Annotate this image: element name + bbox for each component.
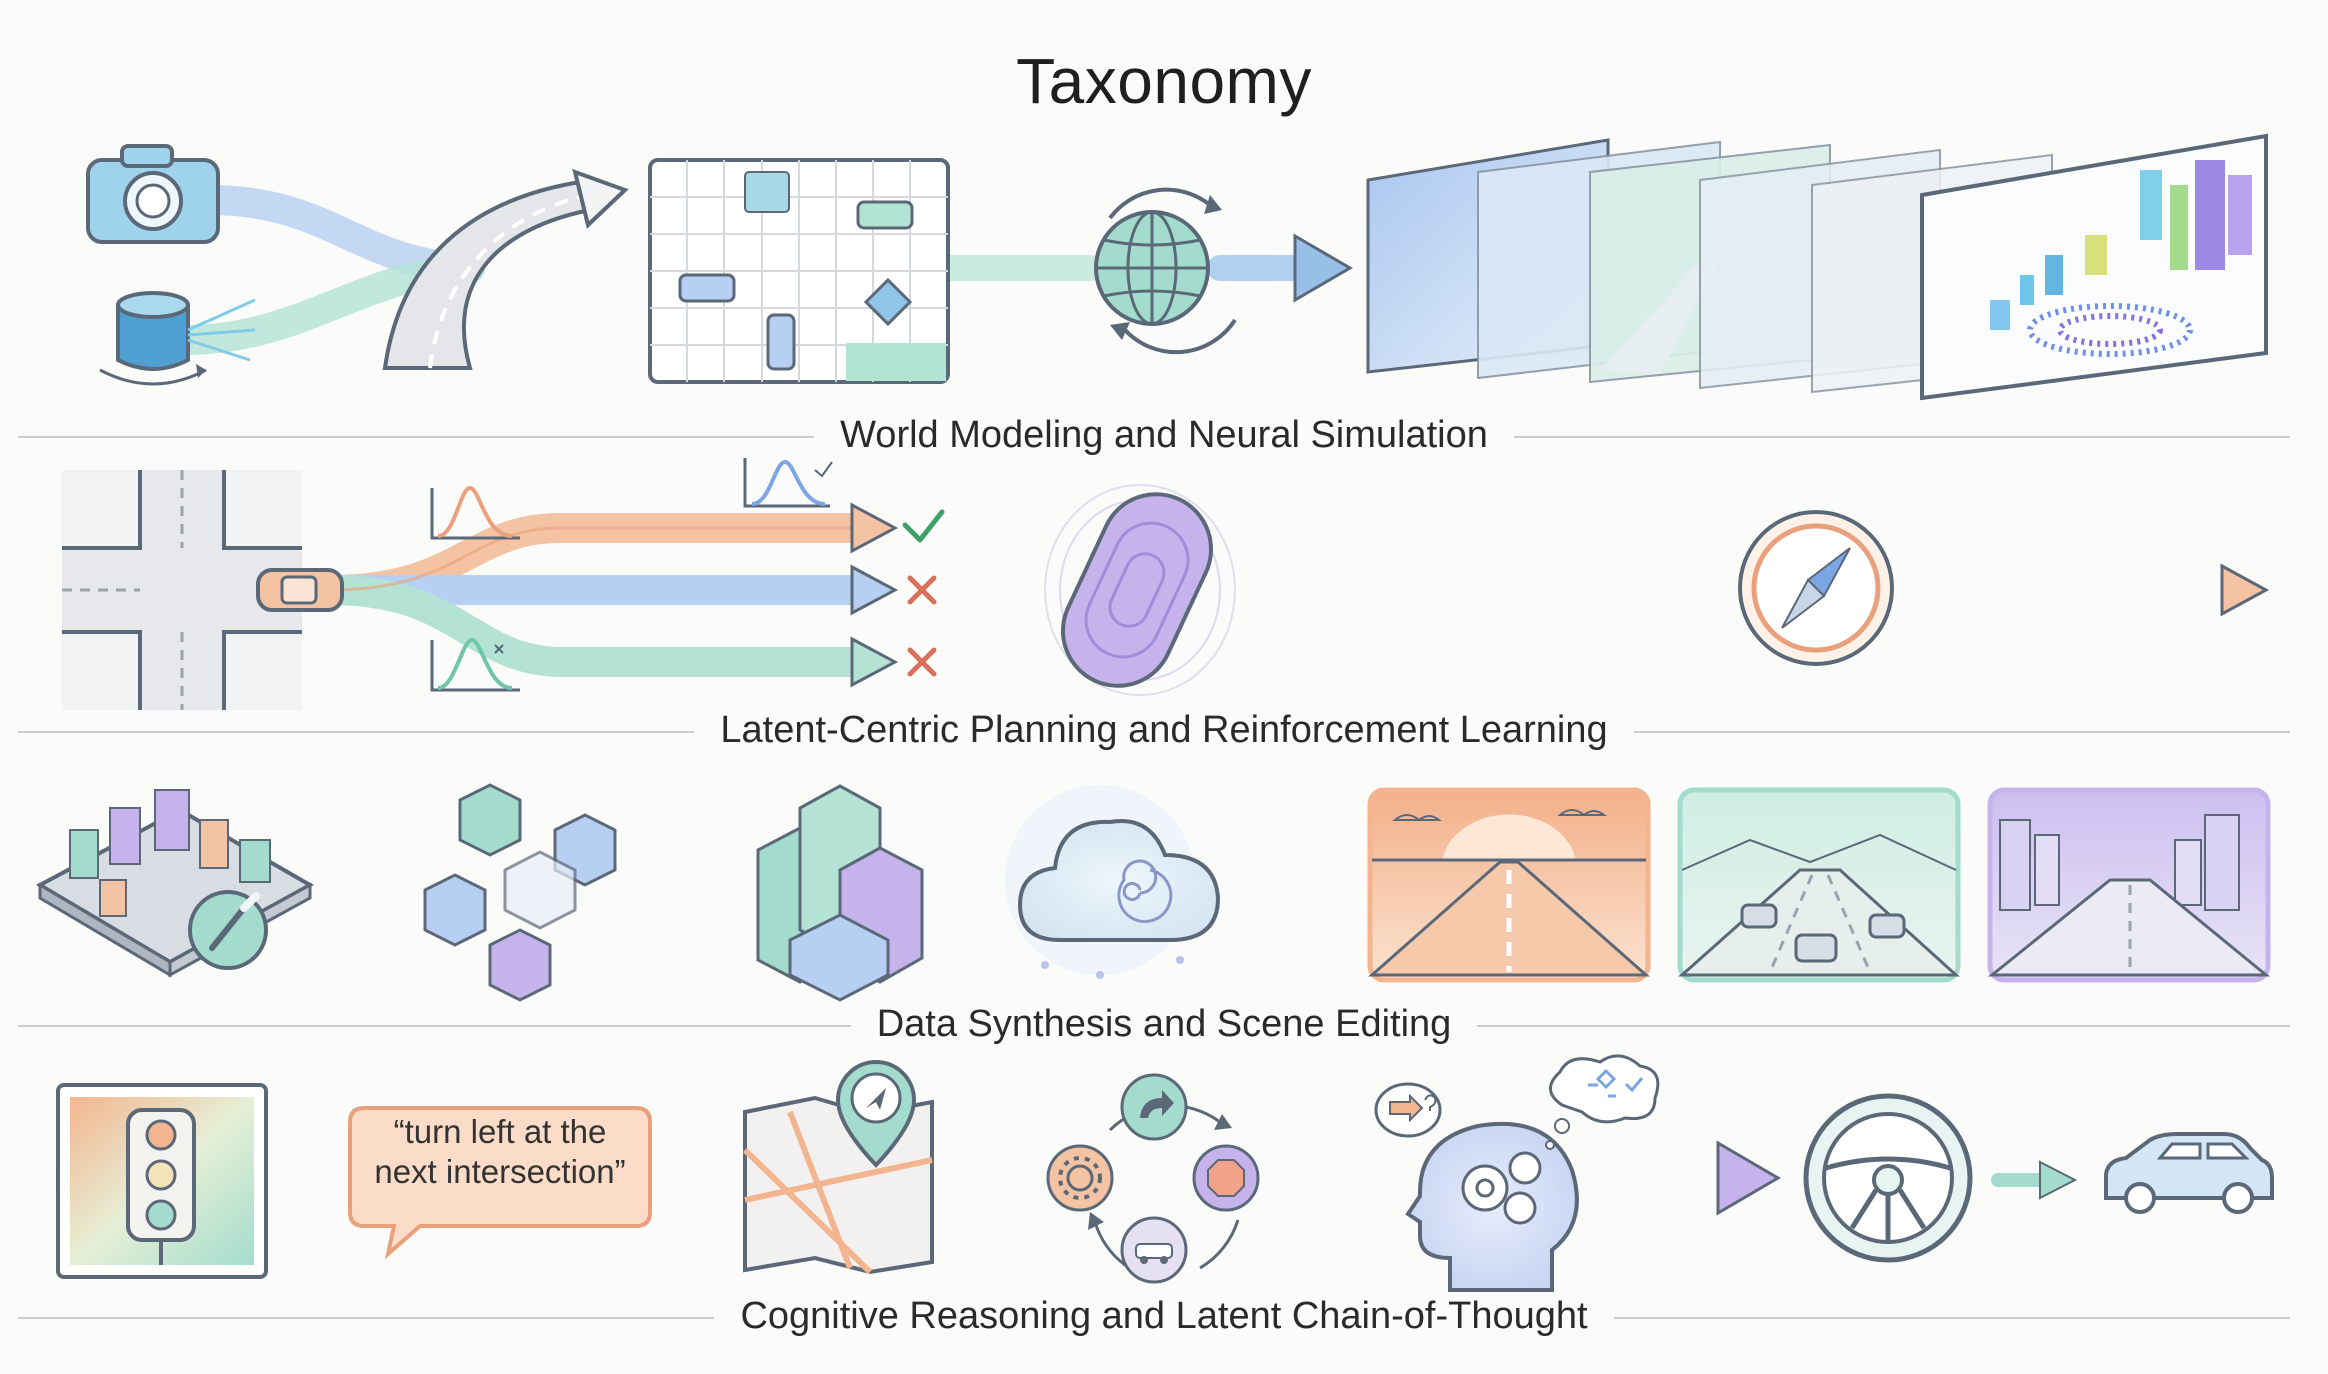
- globe-sync-icon: [1094, 187, 1237, 355]
- speech-line-1: “turn left at the: [393, 1113, 607, 1150]
- row1-arrow-head: [1293, 233, 1353, 303]
- row2-trajectory-bands: [315, 513, 870, 677]
- car-icon: [2104, 1132, 2274, 1214]
- section-label-data-synthesis: Data Synthesis and Scene Editing: [0, 1001, 2328, 1047]
- highway-traffic-scene: [1677, 787, 1961, 983]
- traffic-light-camera-icon: [56, 1083, 268, 1279]
- final-arrow-icon: [1991, 1160, 2078, 1200]
- ego-car-icon: [256, 568, 344, 612]
- city-street-scene: [1987, 787, 2271, 983]
- thinking-head-icon: [1374, 1054, 1660, 1292]
- section-label-text: Data Synthesis and Scene Editing: [850, 1003, 1478, 1045]
- camera-icon: [86, 144, 220, 244]
- grid-map-icon: [648, 158, 950, 384]
- row2-arrow-heads: [850, 502, 899, 688]
- row2-latent-band: [1202, 563, 2270, 617]
- cross-icon: [907, 575, 937, 677]
- generative-cloud-icon: [1005, 785, 1221, 979]
- reasoning-cycle-icon: [1046, 1073, 1260, 1284]
- section-label-text: World Modeling and Neural Simulation: [814, 414, 1514, 456]
- lidar-sensor-icon: [99, 291, 256, 386]
- section-label-cognitive-reasoning: Cognitive Reasoning and Latent Chain-of-…: [0, 1293, 2328, 1339]
- curved-road-icon: [382, 168, 629, 370]
- section-label-text: Latent-Centric Planning and Reinforcemen…: [694, 709, 1634, 751]
- section-label-latent-planning: Latent-Centric Planning and Reinforcemen…: [0, 707, 2328, 753]
- speech-bubble: [348, 1106, 652, 1260]
- distribution-curve-icon: [430, 458, 833, 692]
- steering-wheel-icon: [1803, 1093, 1973, 1263]
- stacked-blocks-icon: [756, 784, 924, 1002]
- modular-cubes-icon: [423, 783, 617, 1002]
- sunset-road-scene: [1367, 787, 1651, 983]
- check-icon: [902, 509, 945, 543]
- simulation-frame-stack: [1366, 133, 2268, 401]
- speech-bubble-text: “turn left at the next intersection”: [352, 1112, 648, 1192]
- map-pin-icon: [742, 1060, 934, 1275]
- isometric-city-editing-icon: [35, 789, 315, 978]
- diagram-title: Taxonomy: [1016, 45, 1312, 117]
- lidar-point-cloud: [1990, 160, 2252, 357]
- compass-icon: [1738, 510, 1894, 666]
- speech-line-2: next intersection”: [374, 1153, 626, 1190]
- section-label-text: Cognitive Reasoning and Latent Chain-of-…: [714, 1295, 1614, 1337]
- latent-token-icon: [1044, 484, 1236, 696]
- section-label-world-modeling: World Modeling and Neural Simulation: [0, 412, 2328, 458]
